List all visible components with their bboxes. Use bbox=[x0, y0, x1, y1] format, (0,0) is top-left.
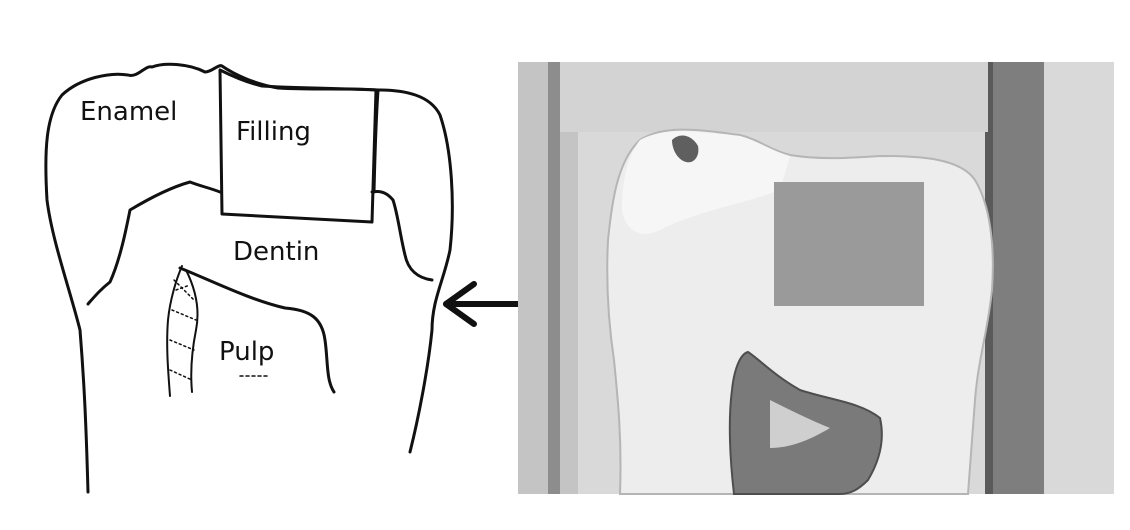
tooth-photograph bbox=[518, 62, 1114, 494]
pulp-left-wall-2 bbox=[186, 270, 198, 392]
photo-right-frame bbox=[988, 62, 1044, 494]
label-filling: Filling bbox=[236, 117, 311, 147]
photo-left-frame bbox=[548, 62, 560, 494]
photo-top-band bbox=[560, 62, 988, 132]
pulp-chamber bbox=[180, 268, 334, 392]
label-enamel: Enamel bbox=[80, 97, 177, 127]
photo-filling bbox=[774, 182, 924, 306]
label-pulp: Pulp bbox=[219, 337, 274, 367]
enamel-dentin-junction-right bbox=[372, 191, 432, 280]
label-dentin: Dentin bbox=[233, 237, 319, 267]
pulp-left-wall bbox=[167, 266, 182, 396]
enamel-dentin-junction bbox=[88, 182, 220, 304]
